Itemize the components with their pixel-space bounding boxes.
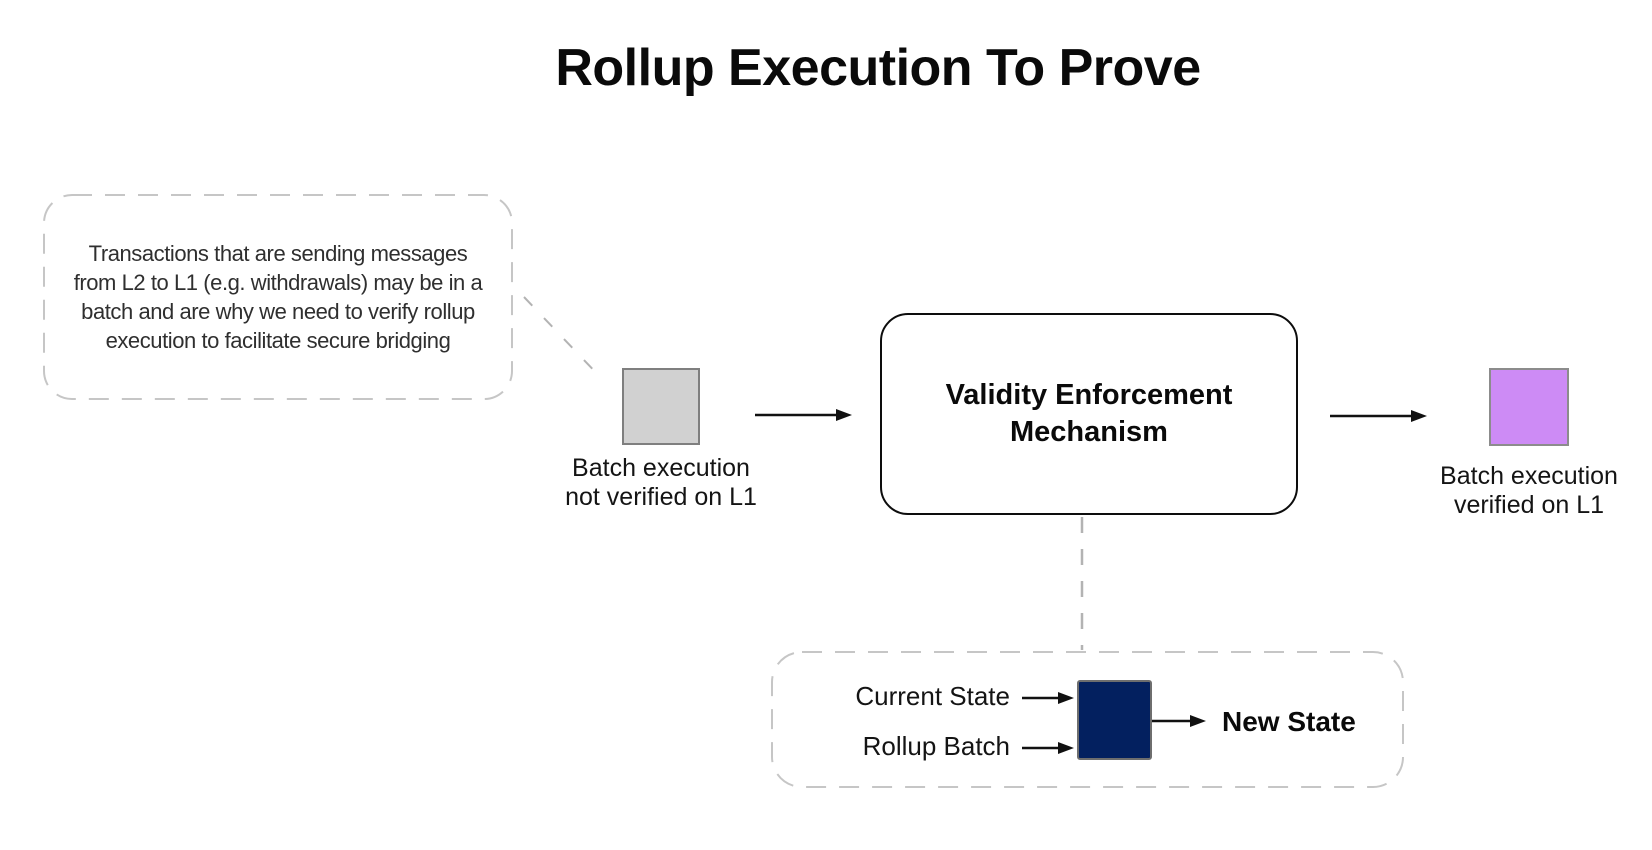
- mechanism-box: Validity Enforcement Mechanism: [880, 313, 1298, 515]
- unverified-batch-square: [622, 368, 700, 445]
- unverified-batch-label: Batch execution not verified on L1: [565, 454, 757, 511]
- verified-batch-square: [1489, 368, 1569, 446]
- current-state-label: Current State: [855, 681, 1010, 711]
- rollup-batch-label: Rollup Batch: [862, 731, 1010, 761]
- callout-note-text: Transactions that are sending messages f…: [73, 241, 483, 353]
- callout-tail-dashed-line: [523, 296, 603, 380]
- mechanism-label: Validity Enforcement Mechanism: [945, 379, 1233, 448]
- page-title: Rollup Execution To Prove: [555, 39, 1201, 97]
- verified-batch-label: Batch execution verified on L1: [1440, 462, 1618, 519]
- new-state-label: New State: [1222, 706, 1356, 737]
- state-transition-square: [1077, 680, 1152, 760]
- callout-border: [43, 194, 513, 400]
- state-transition-box-border: [771, 651, 1404, 788]
